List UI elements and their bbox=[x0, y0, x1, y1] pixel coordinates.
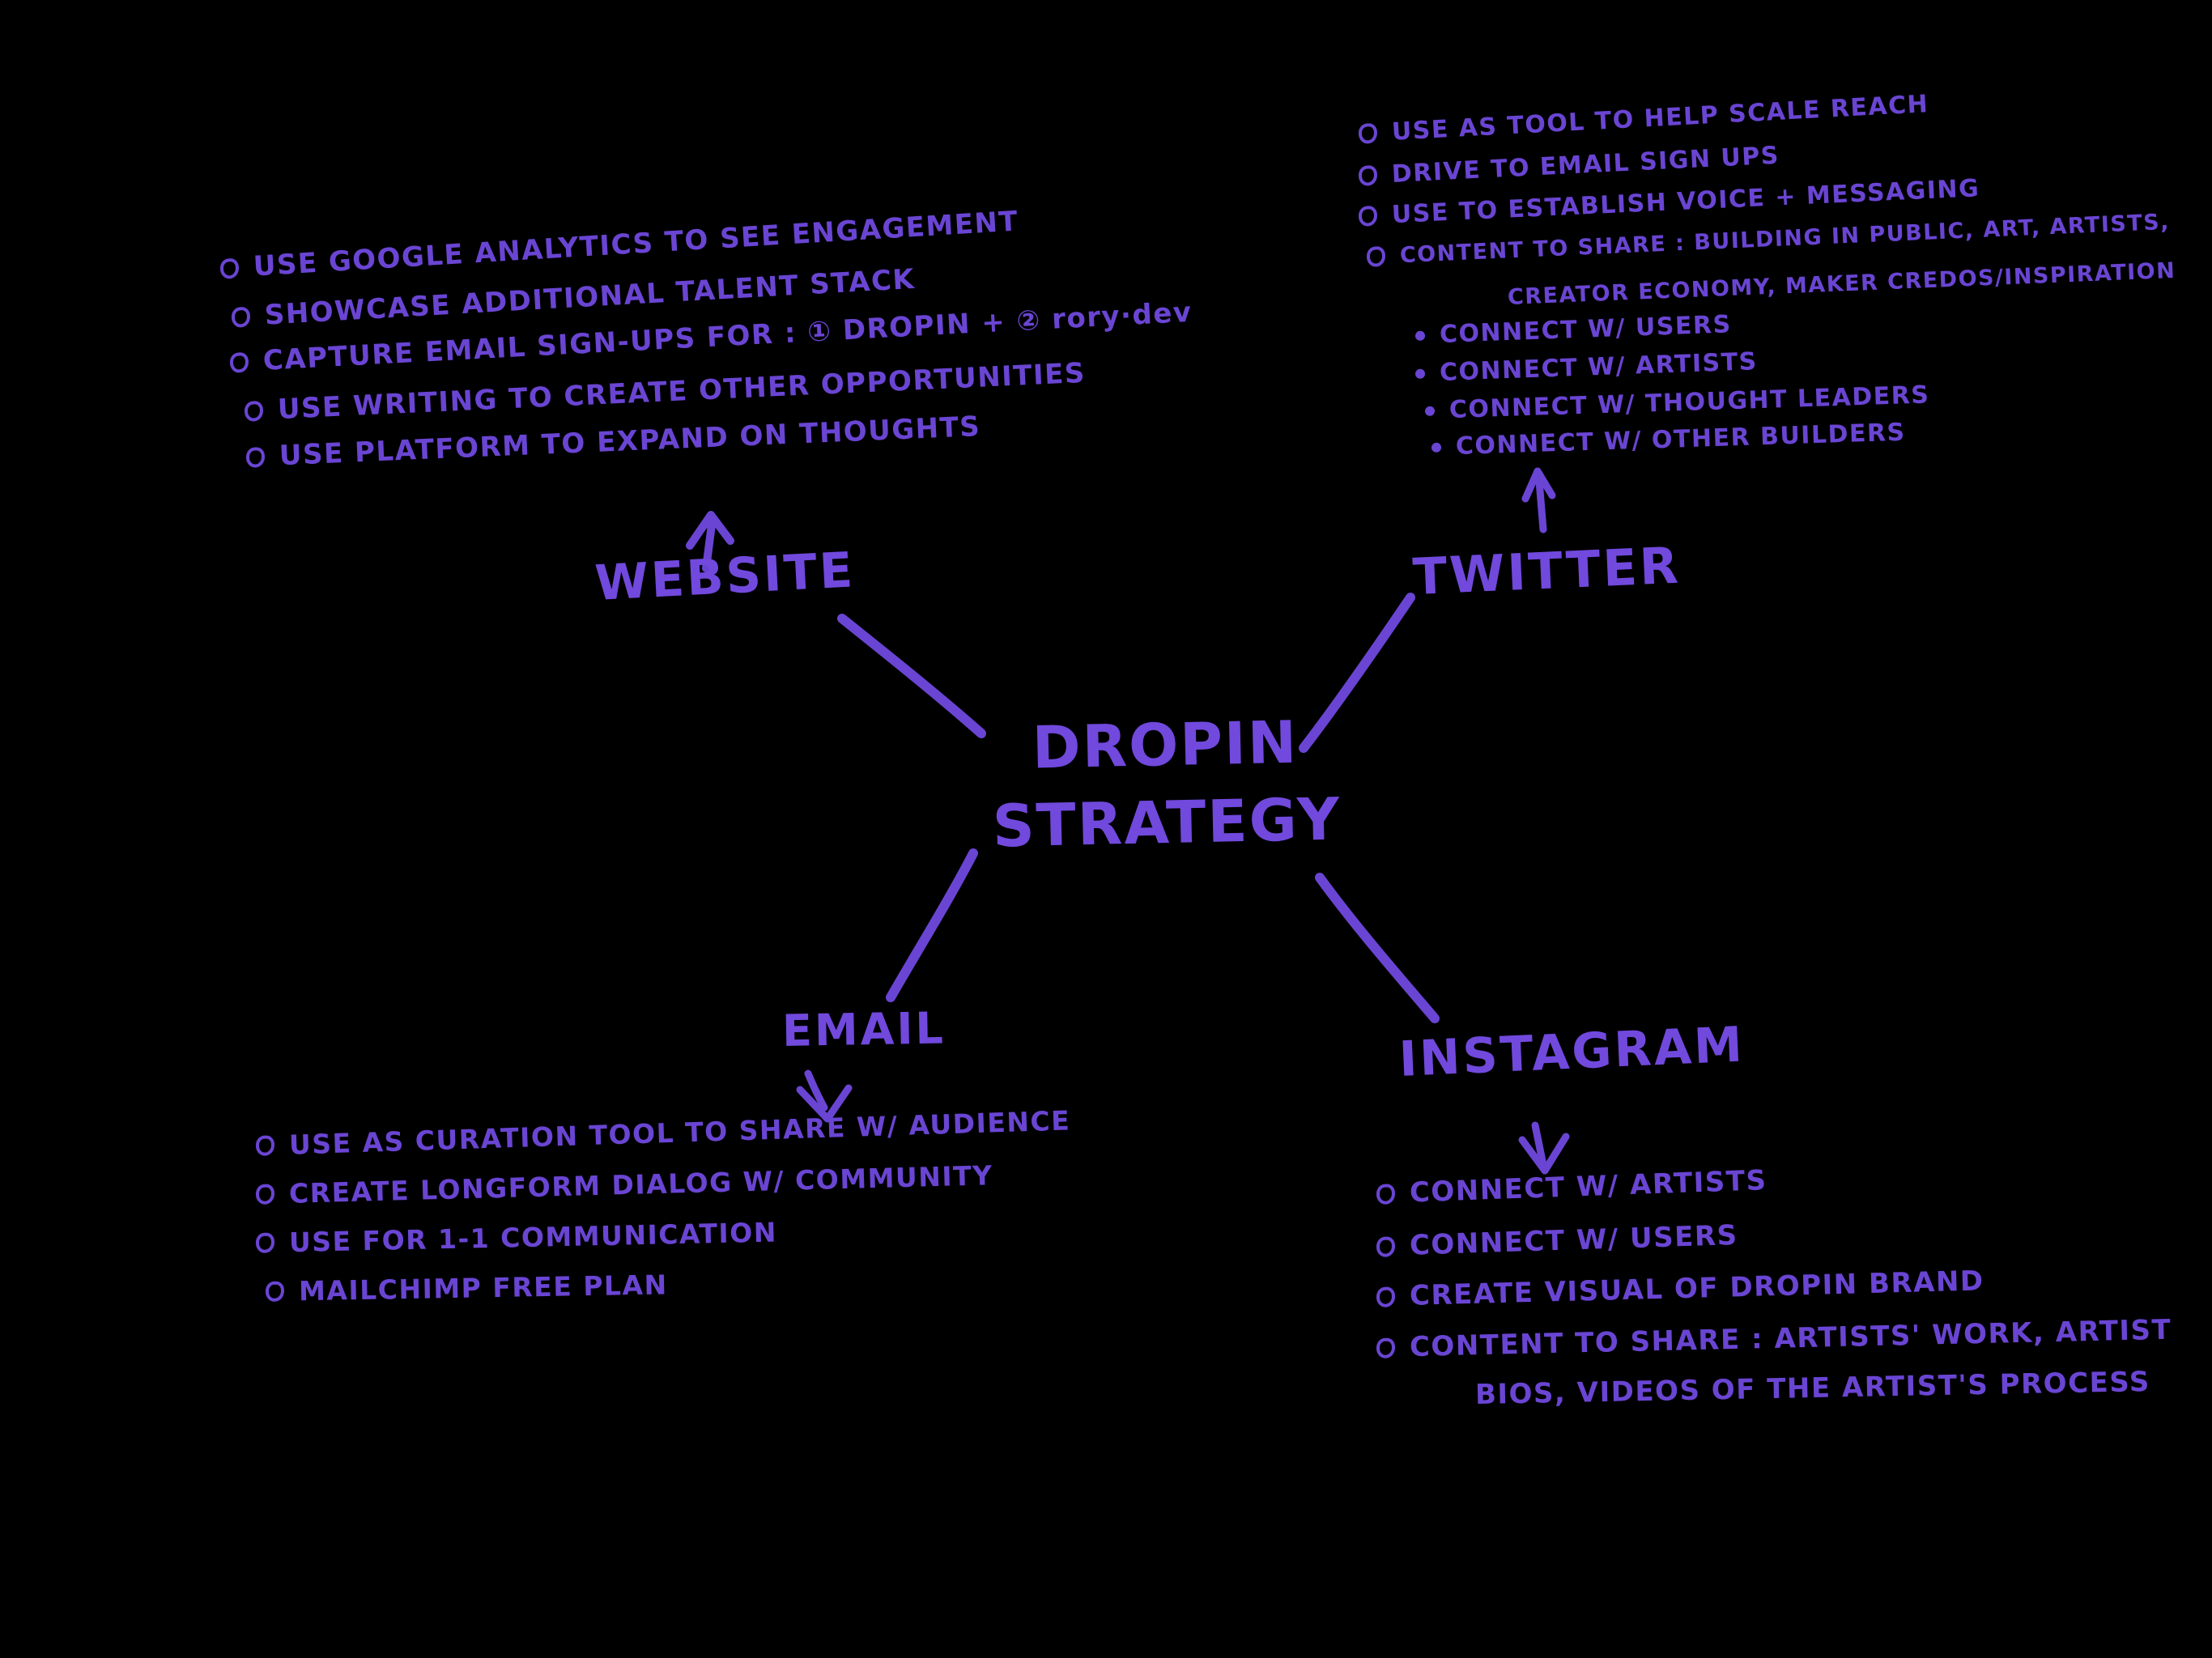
email-connector-line bbox=[886, 848, 978, 1002]
bullet-circle-icon bbox=[255, 1135, 275, 1156]
bullet-circle-icon bbox=[255, 1184, 275, 1205]
bullet-circle-icon bbox=[229, 351, 249, 373]
central-node-title-line2: STRATEGY bbox=[991, 784, 1342, 861]
bullet-circle-icon bbox=[231, 306, 251, 328]
instagram-connector-line bbox=[1315, 873, 1440, 1023]
bullet-circle-icon bbox=[265, 1281, 285, 1302]
bullet-dot-icon bbox=[1414, 368, 1426, 379]
instagram-down-arrow bbox=[1518, 1121, 1570, 1175]
bullet-circle-icon bbox=[1358, 205, 1378, 227]
bullet-circle-icon bbox=[1376, 1337, 1396, 1358]
bullet-circle-icon bbox=[1358, 122, 1378, 144]
bullet-circle-icon bbox=[1366, 246, 1386, 267]
bullet-dot-icon bbox=[1431, 442, 1442, 453]
bullet-circle-icon bbox=[1376, 1183, 1396, 1205]
twitter-up-arrow bbox=[1521, 467, 1556, 534]
website-up-arrow bbox=[686, 511, 734, 572]
bullet-dot-icon bbox=[1414, 330, 1426, 341]
bullet-dot-icon bbox=[1424, 406, 1436, 416]
bullet-circle-icon bbox=[1358, 164, 1378, 186]
central-node-title-line1: DROPIN bbox=[1032, 708, 1299, 782]
bullet-circle-icon bbox=[1376, 1286, 1396, 1307]
bullet-circle-icon bbox=[245, 446, 266, 468]
bullet-circle-icon bbox=[219, 257, 240, 279]
branch-label-email[interactable]: EMAIL bbox=[781, 1002, 946, 1056]
bullet-circle-icon bbox=[244, 400, 264, 422]
email-down-arrow bbox=[796, 1069, 853, 1123]
branch-label-twitter[interactable]: TWITTER bbox=[1411, 535, 1682, 606]
website-connector-line bbox=[837, 614, 986, 738]
twitter-connector-line bbox=[1299, 593, 1415, 753]
bullet-circle-icon bbox=[1376, 1235, 1396, 1257]
central-node[interactable]: DROPIN STRATEGY bbox=[974, 702, 1358, 866]
note-text: MAILCHIMP FREE PLAN bbox=[298, 1269, 668, 1307]
bullet-circle-icon bbox=[255, 1232, 275, 1253]
